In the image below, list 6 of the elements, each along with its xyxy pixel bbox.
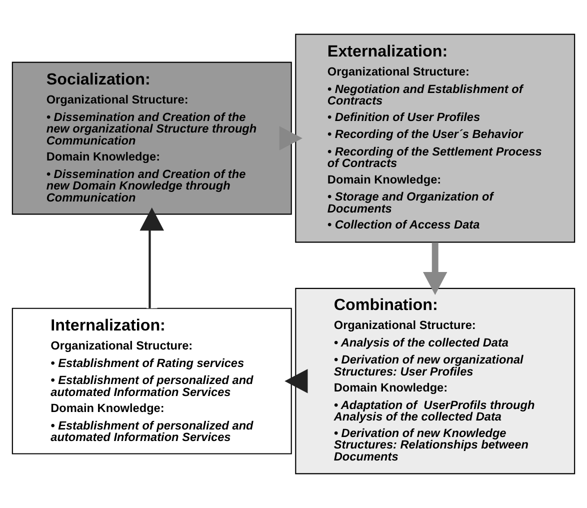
arrow [284, 368, 308, 394]
node-box: Internalization: Organizational Structure: • Establishment of Rating services • Establishment of personalized and automated Information Services Domain Knowledge: • Establishment of personalized and automated Information Services [12, 308, 292, 454]
arrow [422, 242, 448, 296]
arrow [140, 208, 164, 308]
node-box: Externalization: Organizational Structure: • Negotiation and Establishment of Contracts • Definition of User Profiles • Recording of the User´s Behavior • Recording of the Settlement Process of Contracts Domain Knowledge: • Storage and Organization of Documents • Collection of Access Data [295, 34, 576, 243]
arrow [279, 126, 302, 150]
